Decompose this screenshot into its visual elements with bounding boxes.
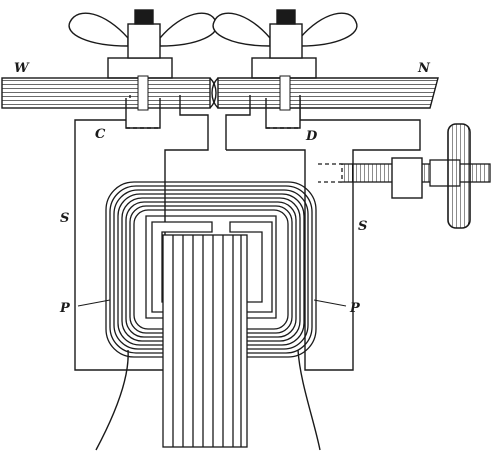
right-conductor-bar xyxy=(211,75,439,111)
label-p-right: P xyxy=(349,301,361,316)
label-s-left: S xyxy=(60,211,69,226)
label-p-right-pointer xyxy=(313,299,347,307)
right-wing-nut-icon xyxy=(212,9,358,59)
label-s-right: S xyxy=(358,219,367,234)
laminated-plate-stack xyxy=(162,234,248,448)
label-c: C xyxy=(95,127,106,142)
adjusting-screw-icon xyxy=(318,123,491,229)
label-p-left-pointer xyxy=(77,299,111,307)
right-lead-wire xyxy=(297,349,321,451)
label-n: N xyxy=(417,61,431,76)
left-conductor-bar xyxy=(1,75,217,111)
label-d: D xyxy=(305,129,318,144)
label-p-left: P xyxy=(59,301,71,316)
left-wing-nut-icon xyxy=(68,9,218,59)
label-w: W xyxy=(14,61,30,76)
left-lead-wire xyxy=(95,349,129,451)
